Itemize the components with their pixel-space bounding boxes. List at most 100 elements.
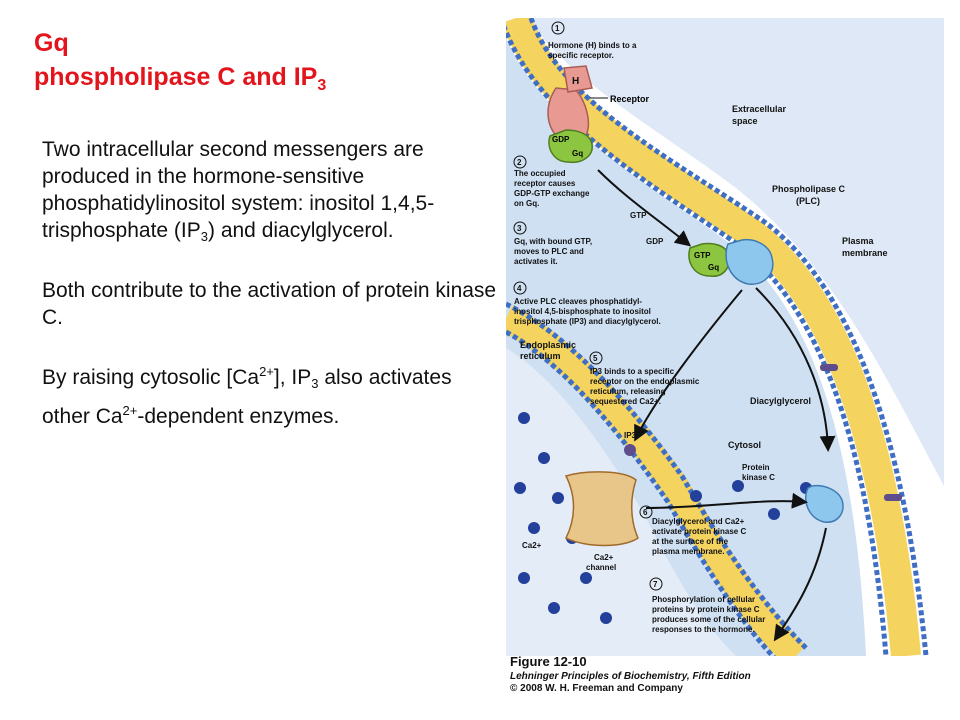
svg-text:trisphosphate (IP3) and diacyl: trisphosphate (IP3) and diacylglycerol. — [514, 317, 661, 326]
caption-source: Lehninger Principles of Biochemistry, Fi… — [510, 671, 751, 682]
svg-text:membrane: membrane — [842, 248, 888, 258]
ca-channel — [564, 471, 639, 547]
receptor-label: Receptor — [610, 94, 650, 104]
svg-text:moves to PLC and: moves to PLC and — [514, 247, 584, 256]
svg-text:activates it.: activates it. — [514, 257, 558, 266]
plasma-membrane-outer-heads — [528, 17, 929, 657]
svg-text:sequestered Ca2+.: sequestered Ca2+. — [590, 397, 661, 406]
svg-text:space: space — [732, 116, 758, 126]
svg-text:Cytosol: Cytosol — [728, 440, 761, 450]
slide-body: Two intracellular second messengers are … — [42, 136, 504, 457]
svg-text:kinase C: kinase C — [742, 473, 775, 482]
released-calcium-ions — [690, 480, 812, 520]
svg-text:on Gq.: on Gq. — [514, 199, 539, 208]
svg-text:Phosphorylation of cellular: Phosphorylation of cellular — [652, 595, 755, 604]
svg-text:activate protein kinase C: activate protein kinase C — [652, 527, 746, 536]
p3-sub: 3 — [311, 376, 319, 391]
svg-text:specific receptor.: specific receptor. — [548, 51, 614, 60]
svg-text:Protein: Protein — [742, 463, 770, 472]
svg-text:6: 6 — [643, 508, 648, 517]
svg-text:Extracellular: Extracellular — [732, 104, 787, 114]
diacylglycerol-molecules — [820, 364, 902, 501]
gq-gdp-protein — [548, 129, 593, 164]
svg-text:7: 7 — [653, 580, 658, 589]
svg-text:The occupied: The occupied — [514, 169, 566, 178]
svg-text:reticulum: reticulum — [520, 351, 561, 361]
svg-text:Ca2+: Ca2+ — [522, 541, 542, 550]
er-membrane-bottom-heads — [504, 329, 786, 670]
p3-text-c: also activates other Ca — [42, 366, 452, 428]
arrow-ca-to-pkc — [645, 492, 808, 509]
hormone-h — [563, 65, 593, 93]
svg-text:GDP: GDP — [646, 237, 664, 246]
ip3-molecule — [624, 444, 636, 456]
svg-text:channel: channel — [586, 563, 616, 572]
svg-text:IP3: IP3 — [624, 431, 637, 440]
svg-text:Diacylglycerol: Diacylglycerol — [750, 396, 811, 406]
phosphatidylinositol-pathway-figure: H Receptor GDP Gq GTP Gq 1 — [498, 12, 944, 670]
title-line-plc: phospholipase C and IP3 — [34, 60, 326, 103]
svg-text:reticulum, releasing: reticulum, releasing — [590, 387, 666, 396]
svg-text:plasma membrane.: plasma membrane. — [652, 547, 724, 556]
svg-text:responses to the hormone.: responses to the hormone. — [652, 625, 755, 634]
protein-kinase-c — [804, 484, 844, 523]
arrow-plc-to-ip3 — [634, 289, 743, 442]
paragraph-pkc: Both contribute to the activation of pro… — [42, 279, 497, 329]
p3-text-b: ], IP — [273, 366, 312, 389]
svg-text:4: 4 — [517, 284, 522, 293]
svg-text:Hormone (H) binds to a: Hormone (H) binds to a — [548, 41, 637, 50]
svg-text:inositol 4,5-bisphosphate to i: inositol 4,5-bisphosphate to inositol — [514, 307, 651, 316]
gtp-bound-label: GTP — [694, 251, 711, 260]
svg-text:proteins by protein kinase C: proteins by protein kinase C — [652, 605, 760, 614]
title-line-gq: Gq — [34, 29, 69, 57]
svg-text:5: 5 — [593, 354, 598, 363]
svg-text:Plasma: Plasma — [842, 236, 875, 246]
paragraph-second-messengers: Two intracellular second messengers are … — [42, 136, 504, 250]
svg-text:at the surface of the: at the surface of the — [652, 537, 729, 546]
p1-text-b: ) and diacylglycerol. — [208, 219, 394, 242]
svg-text:receptor causes: receptor causes — [514, 179, 576, 188]
arrow-pkc-to-response — [773, 527, 827, 642]
gdp-top-label: GDP — [552, 135, 570, 144]
title-line-plc-text: phospholipase C and IP — [34, 63, 318, 91]
svg-text:GTP: GTP — [630, 211, 647, 220]
gq-top-label: Gq — [572, 149, 583, 158]
caption-title: Figure 12-10 — [510, 654, 587, 669]
gq-gtp-protein — [688, 242, 730, 277]
svg-text:Ca2+: Ca2+ — [594, 553, 614, 562]
svg-text:GDP-GTP exchange: GDP-GTP exchange — [514, 189, 590, 198]
step-labels: 1 Hormone (H) binds to a specific recept… — [513, 21, 765, 634]
svg-text:Gq, with bound GTP,: Gq, with bound GTP, — [514, 237, 592, 246]
svg-text:3: 3 — [517, 224, 522, 233]
svg-text:Diacylglycerol and Ca2+: Diacylglycerol and Ca2+ — [652, 517, 745, 526]
svg-text:2: 2 — [517, 158, 522, 167]
er-membrane-top-heads — [504, 301, 808, 650]
p1-text-a: Two intracellular second messengers are … — [42, 138, 435, 242]
figure-caption: Figure 12-10 Lehninger Principles of Bio… — [510, 654, 751, 694]
svg-text:(PLC): (PLC) — [796, 196, 820, 206]
slide-title: Gq phospholipase C and IP3 — [34, 26, 326, 103]
phospholipase-c — [725, 238, 774, 285]
svg-text:IP3 binds to a specific: IP3 binds to a specific — [590, 367, 675, 376]
p3-text-d: -dependent enzymes. — [137, 405, 340, 428]
paragraph-calcium: By raising cytosolic [Ca2+], IP3 also ac… — [42, 358, 504, 430]
er-membrane-tails — [499, 305, 806, 667]
title-sub-3: 3 — [317, 77, 327, 94]
svg-text:Endoplasmic: Endoplasmic — [520, 340, 576, 350]
p3-sup-1: 2+ — [259, 364, 274, 379]
svg-text:1: 1 — [555, 24, 560, 33]
svg-text:receptor on the endoplasmic: receptor on the endoplasmic — [590, 377, 700, 386]
p3-sup-2: 2+ — [122, 403, 138, 418]
svg-text:Phospholipase C: Phospholipase C — [772, 184, 846, 194]
pathway-diagram: H Receptor GDP Gq GTP Gq 1 — [498, 12, 944, 670]
region-labels: Extracellular space Phospholipase C (PLC… — [520, 104, 888, 572]
hormone-label: H — [572, 76, 579, 87]
svg-text:Active PLC cleaves phosphatidy: Active PLC cleaves phosphatidyl- — [514, 297, 642, 306]
gq-bound-label: Gq — [708, 263, 719, 272]
extracellular-space — [528, 18, 944, 486]
svg-text:produces some of the cellular: produces some of the cellular — [652, 615, 765, 624]
p1-sub: 3 — [200, 229, 208, 244]
p3-text-a: By raising cytosolic [Ca — [42, 366, 260, 389]
arrow-plc-to-pkc — [755, 287, 836, 452]
arrow-gq-to-plc — [597, 169, 692, 247]
